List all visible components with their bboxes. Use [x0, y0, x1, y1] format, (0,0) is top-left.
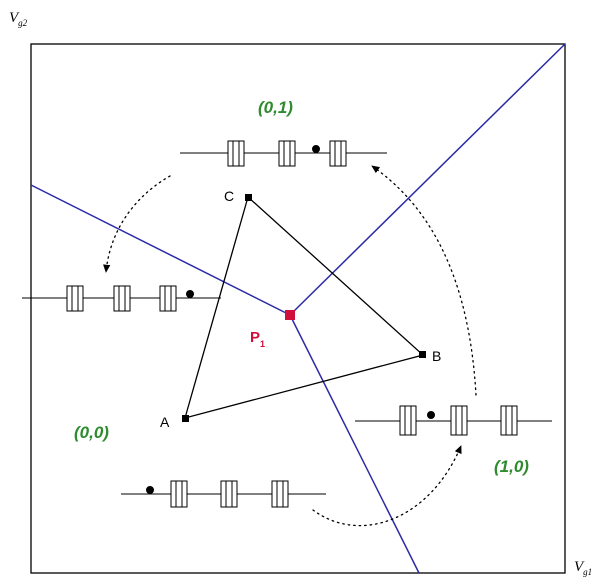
vertex-a-marker: [182, 415, 189, 422]
device-schematic-01: [180, 140, 387, 167]
plot-frame: [30, 43, 566, 574]
boundary-lines: [30, 43, 566, 574]
vertex-c-label: C: [224, 188, 234, 204]
transition-arrow-bottom-to-right: [312, 445, 462, 527]
state-label-00: (0,0): [74, 423, 109, 442]
device-schematic-bottom: [121, 480, 326, 508]
electron-dot: [186, 290, 194, 298]
vertex-c-marker: [245, 194, 252, 201]
vertex-b-marker: [419, 351, 426, 358]
boundary-line-lower: [289, 314, 420, 574]
electron-dot: [146, 486, 154, 494]
state-label-10: (1,0): [494, 457, 529, 476]
electron-dot: [312, 145, 320, 153]
boundary-line-left: [30, 184, 291, 316]
state-label-01: (0,1): [258, 98, 293, 117]
boundary-line-upper-right: [289, 43, 566, 316]
transition-arrows: [103, 165, 477, 527]
triangle-abc: [184, 195, 425, 419]
transition-arrow-top-to-left: [103, 175, 171, 273]
triple-point-marker: [285, 310, 295, 320]
x-axis-label: Vg1: [574, 559, 592, 577]
electron-dot: [427, 411, 435, 419]
transition-arrow-right-to-top: [371, 165, 477, 396]
vertex-b-label: B: [432, 348, 441, 364]
triple-point-label: P1: [250, 329, 265, 349]
device-schematic-10: [355, 405, 552, 436]
vertex-a-label: A: [160, 414, 170, 430]
device-schematic-00: [22, 285, 221, 312]
y-axis-label: Vg2: [9, 10, 28, 28]
